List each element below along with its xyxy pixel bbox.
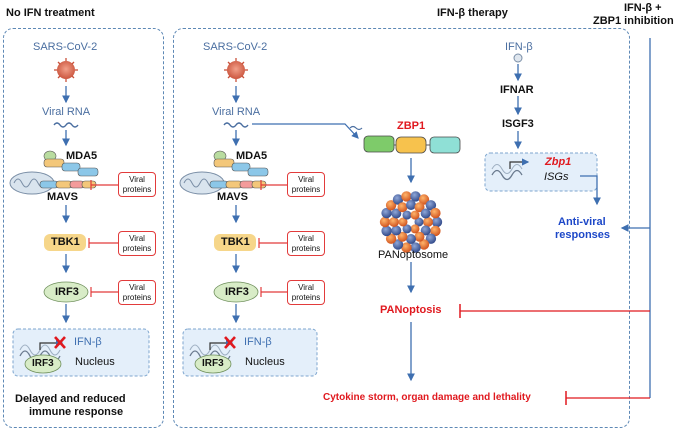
panoptosome-subunit — [410, 191, 421, 202]
panoptosome-subunit — [402, 224, 412, 234]
irf3-nucleus-label-middle: IRF3 — [202, 358, 224, 369]
anti-viral-label-line1: Anti-viral — [558, 216, 606, 228]
panoptosome-subunit — [410, 210, 420, 220]
panoptosome-subunit — [430, 225, 441, 237]
header-no-ifn: No IFN treatment — [6, 7, 95, 19]
panoptosome-subunit — [414, 231, 425, 242]
anti-viral-label-line2: responses — [555, 229, 611, 241]
panoptosome-subunit — [379, 216, 391, 228]
panoptosome-subunit — [414, 217, 424, 227]
panoptosome-subunit — [418, 239, 430, 250]
panoptosome-subunit — [406, 200, 416, 210]
tbk1-box-middle — [214, 234, 256, 251]
viral-proteins-box-left-2: Viral proteins — [118, 231, 156, 256]
panel-no-ifn — [3, 28, 164, 428]
outcome-left-line1: Delayed and reduced — [15, 393, 126, 405]
tbk1-label-left: TBK1 — [51, 236, 80, 248]
panoptosome-subunit — [385, 233, 397, 244]
irf3-ellipse-nucleus-middle — [194, 354, 232, 374]
panoptosome-subunit — [391, 225, 402, 236]
panoptosome-subunit — [397, 202, 408, 213]
viral-rna-icon-left — [53, 122, 79, 128]
panoptosis-label: PANoptosis — [380, 304, 442, 316]
irf3-label-middle: IRF3 — [225, 286, 249, 298]
panoptosome-subunit — [381, 207, 392, 219]
header-ifn-therapy: IFN-β therapy — [437, 7, 508, 19]
panoptosome-subunit — [401, 242, 412, 253]
nucleus-label-left: Nucleus — [75, 356, 115, 368]
panoptosome-subunit — [414, 202, 425, 213]
outcome-left-line2: immune response — [29, 406, 124, 418]
mda5-mavs-icon-left — [9, 150, 99, 195]
mavs-label-left: MAVS — [47, 191, 78, 203]
panoptosome-subunit — [401, 191, 412, 202]
outcome-middle: Cytokine storm, organ damage and lethali… — [323, 392, 531, 403]
panoptosome-subunit — [389, 217, 399, 227]
block-x-icon-middle — [224, 336, 236, 349]
viral-proteins-box-middle-2: Viral proteins — [287, 231, 325, 256]
block-x-icon-left — [54, 336, 66, 349]
viral-proteins-box-middle-3: Viral proteins — [287, 280, 325, 305]
mavs-label-middle: MAVS — [217, 191, 248, 203]
panoptosome-subunit — [391, 208, 402, 219]
tbk1-box-left — [44, 234, 86, 251]
panoptosome-icon — [379, 191, 443, 253]
mda5-label-middle: MDA5 — [236, 150, 268, 162]
panoptosome-subunit — [420, 208, 431, 219]
panoptosome-subunit — [423, 217, 433, 227]
viral-proteins-box-middle-1: Viral proteins — [287, 172, 325, 197]
panoptosome-subunit — [425, 200, 437, 211]
panoptosome-subunit — [431, 216, 443, 228]
panoptosome-subunit — [392, 239, 404, 250]
viral-proteins-box-left-3: Viral proteins — [118, 280, 156, 305]
viral-rna-label-middle: Viral RNA — [212, 106, 261, 118]
panoptosome-subunit — [406, 234, 416, 244]
panoptosome-subunit — [392, 194, 404, 205]
panoptosome-subunit — [410, 224, 420, 234]
nucleus-label-middle: Nucleus — [245, 356, 285, 368]
ifnb-top-label: IFN-β — [505, 41, 533, 53]
irf3-nucleus-label-left: IRF3 — [32, 358, 54, 369]
ifnb-ligand-icon — [513, 53, 523, 63]
virus-label-left: SARS-CoV-2 — [33, 41, 98, 53]
zbp1-protein-icon — [349, 125, 461, 154]
isgs-label: ISGs — [544, 171, 569, 183]
mda5-label-left: MDA5 — [66, 150, 98, 162]
panoptosome-subunit — [425, 233, 437, 244]
ifnb-label-left: IFN-β — [74, 336, 102, 348]
virus-icon-left — [54, 58, 78, 82]
panoptosome-subunit — [397, 231, 408, 242]
mda5-mavs-icon-middle — [179, 150, 269, 195]
header-ifn-zbp1-line1: IFN-β + — [624, 2, 662, 14]
isg-nucleus-box — [484, 152, 598, 192]
panoptosome-subunit — [420, 225, 431, 236]
panoptosome-subunit — [410, 242, 421, 253]
irf3-ellipse-left — [43, 281, 89, 303]
zbp1-label: ZBP1 — [397, 120, 426, 132]
zbp1-gene-label: Zbp1 — [545, 156, 572, 168]
isgf3-label: ISGF3 — [502, 118, 534, 130]
panoptosome-subunit — [418, 194, 430, 205]
ifnar-label: IFNAR — [500, 84, 534, 96]
irf3-ellipse-nucleus-left — [24, 354, 62, 374]
panoptosome-subunit — [430, 207, 441, 219]
irf3-ellipse-middle — [213, 281, 259, 303]
ifnb-label-middle: IFN-β — [244, 336, 272, 348]
irf3-label-left: IRF3 — [55, 286, 79, 298]
panoptosome-subunit — [402, 210, 412, 220]
tbk1-label-middle: TBK1 — [221, 236, 250, 248]
panoptosome-subunit — [385, 200, 397, 211]
header-ifn-zbp1-line2: ZBP1 inhibition — [593, 15, 674, 27]
virus-label-middle: SARS-CoV-2 — [203, 41, 268, 53]
panoptosome-subunit — [381, 225, 392, 237]
panoptosome-subunit — [398, 217, 408, 227]
viral-rna-icon-middle — [223, 122, 249, 128]
panoptosome-label: PANoptosome — [378, 249, 449, 261]
virus-icon-middle — [224, 58, 248, 82]
viral-rna-label-left: Viral RNA — [42, 106, 91, 118]
viral-proteins-box-left-1: Viral proteins — [118, 172, 156, 197]
